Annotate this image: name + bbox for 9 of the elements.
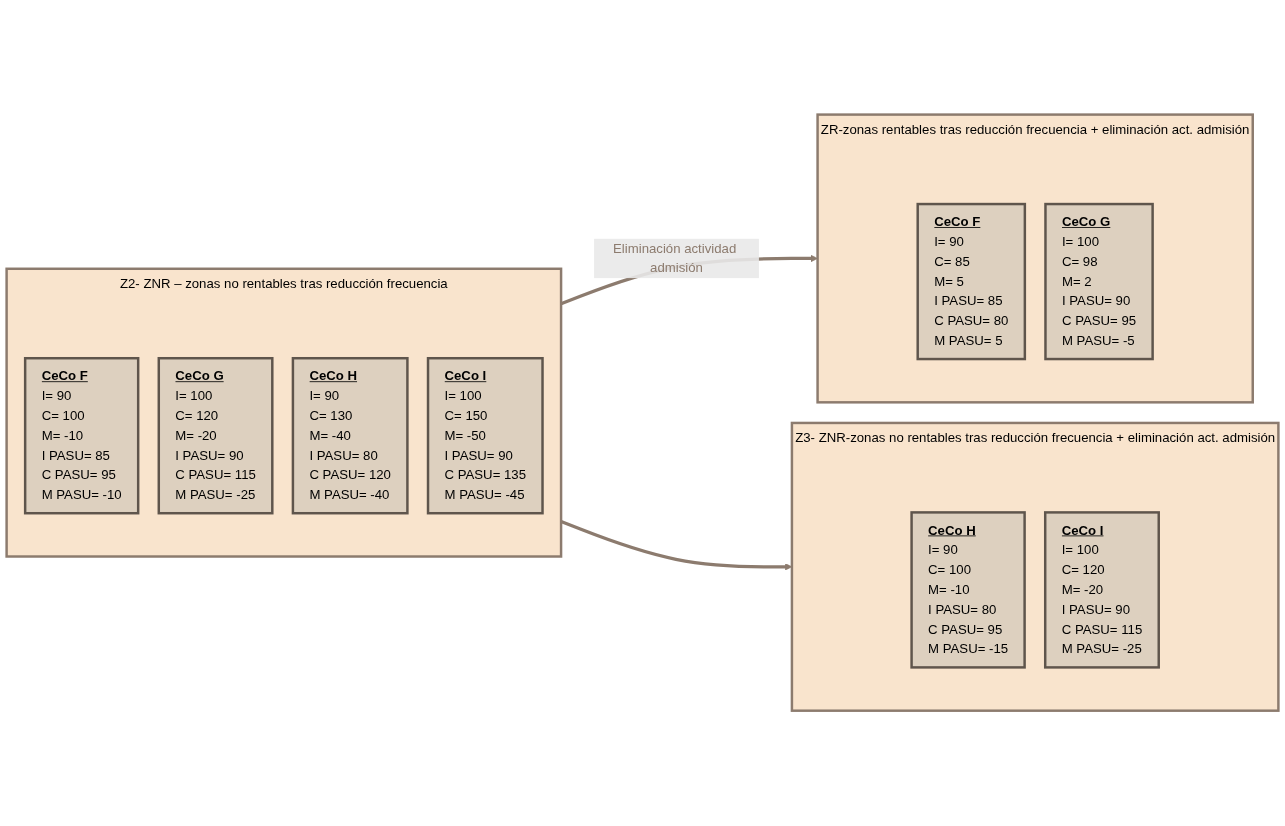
node-box: CeCo F I= 90 C= 85 M= 5 I PASU= 85 C PASU= 80 M PASU= 5 bbox=[916, 203, 1027, 361]
edge-label: Eliminación actividad admisión bbox=[613, 241, 737, 276]
node-box: CeCo G I= 100 C= 120 M= -20 I PASU= 90 C PASU= 115 M PASU= -25 bbox=[157, 357, 274, 515]
node-box: CeCo G I= 100 C= 98 M= 2 I PASU= 90 C PASU= 95 M PASU= -5 bbox=[1044, 203, 1154, 361]
node-box: CeCo F I= 90 C= 100 M= -10 I PASU= 85 C PASU= 95 M PASU= -10 bbox=[23, 357, 140, 515]
node-box: CeCo I I= 100 C= 120 M= -20 I PASU= 90 C PASU= 115 M PASU= -25 bbox=[1043, 511, 1160, 669]
node-box: CeCo H I= 90 C= 130 M= -40 I PASU= 80 C PASU= 120 M PASU= -40 bbox=[291, 357, 409, 515]
node-box: CeCo H I= 90 C= 100 M= -10 I PASU= 80 C PASU= 95 M PASU= -15 bbox=[910, 511, 1026, 669]
node-box: CeCo I I= 100 C= 150 M= -50 I PASU= 90 C PASU= 135 M PASU= -45 bbox=[426, 357, 544, 515]
